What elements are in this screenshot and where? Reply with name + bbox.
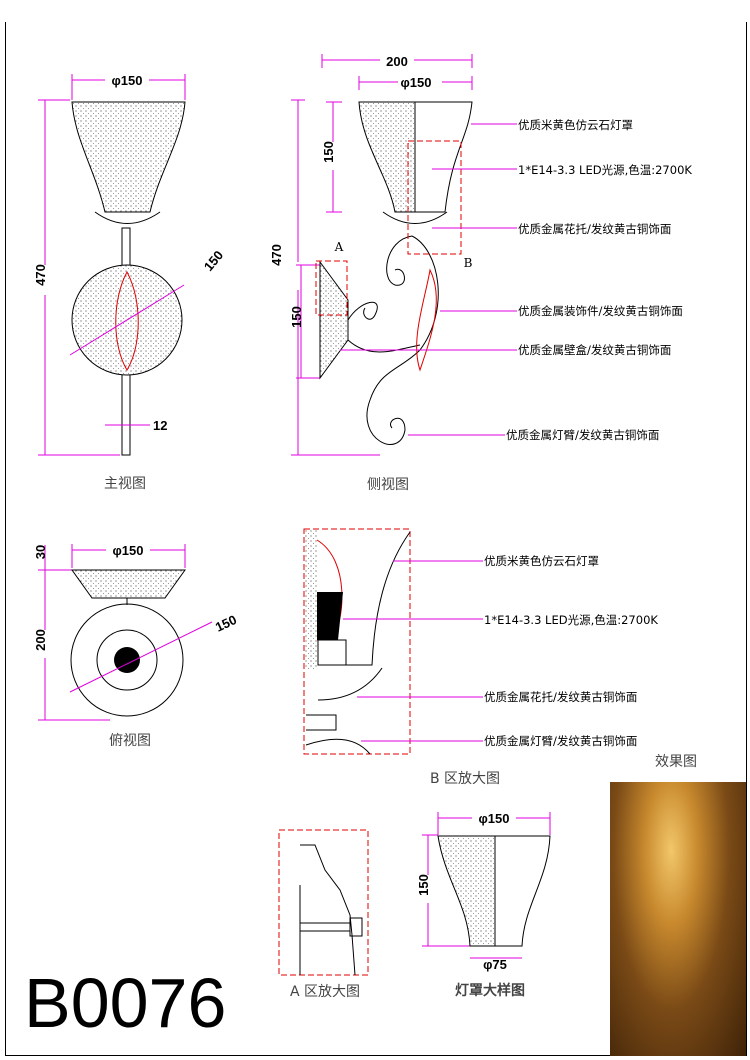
detail-b-note: 优质米黄色仿云石灯罩	[484, 554, 599, 568]
side-height-dim: 470	[269, 244, 284, 266]
drawing-frame	[5, 22, 747, 1056]
top-plate-dim: 30	[33, 545, 48, 559]
side-note: 优质米黄色仿云石灯罩	[518, 118, 633, 132]
top-flower-dim: 150	[213, 612, 239, 635]
detail-a-caption: A 区放大图	[290, 984, 360, 1000]
mark-b: B	[464, 256, 473, 270]
side-note: 优质金属壁盒/发纹黄古铜饰面	[518, 343, 671, 357]
top-view-caption: 俯视图	[109, 733, 151, 749]
side-view-caption: 侧视图	[367, 477, 409, 493]
effect-caption: 效果图	[655, 754, 697, 770]
detail-a: A 区放大图	[278, 829, 369, 1000]
detail-b-caption: B 区放大图	[430, 771, 500, 787]
front-view-caption: 主视图	[104, 476, 146, 492]
detail-b: 优质米黄色仿云石灯罩 1*E14-3.3 LED光源,色温:2700K 优质金属…	[303, 528, 658, 787]
front-dia-dim: φ150	[112, 73, 143, 88]
side-note: 优质金属灯臂/发纹黄古铜饰面	[506, 428, 659, 442]
rosette-dim: 150	[201, 248, 226, 274]
product-code: B0076	[24, 964, 227, 1042]
mark-a: A	[334, 240, 344, 254]
side-view: 200 φ150 150 470 150 A B 优质米黄色仿云石灯罩 1*E1…	[269, 52, 692, 493]
rod-dim: 12	[153, 418, 167, 433]
shade-bottom-dim: φ75	[483, 957, 507, 972]
shade-detail-caption: 灯罩大样图	[455, 982, 525, 999]
side-shade-dim: 150	[321, 141, 336, 163]
top-dia-dim: φ150	[113, 543, 144, 558]
side-note: 1*E14-3.3 LED光源,色温:2700K	[518, 163, 692, 177]
top-depth-dim: 200	[33, 629, 48, 651]
detail-b-note: 优质金属花托/发纹黄古铜饰面	[484, 690, 637, 704]
side-note: 优质金属装饰件/发纹黄古铜饰面	[518, 304, 683, 318]
side-dia-dim: φ150	[401, 75, 432, 90]
side-note: 优质金属花托/发纹黄古铜饰面	[518, 222, 671, 236]
shade-detail: φ150 150 φ75 灯罩大样图	[416, 810, 551, 999]
detail-b-note: 1*E14-3.3 LED光源,色温:2700K	[484, 613, 658, 627]
top-view: 30 φ150 200 150 俯视图	[33, 542, 239, 749]
side-plate-dim: 150	[289, 306, 304, 328]
detail-b-note: 优质金属灯臂/发纹黄古铜饰面	[484, 734, 637, 748]
front-height-dim: 470	[33, 264, 48, 286]
effect-photo	[610, 782, 746, 1056]
shade-height-dim: 150	[416, 874, 431, 896]
side-width-dim: 200	[386, 54, 408, 69]
front-view: φ150 470 150 12 主视图	[33, 72, 226, 492]
shade-top-dim: φ150	[479, 811, 510, 826]
